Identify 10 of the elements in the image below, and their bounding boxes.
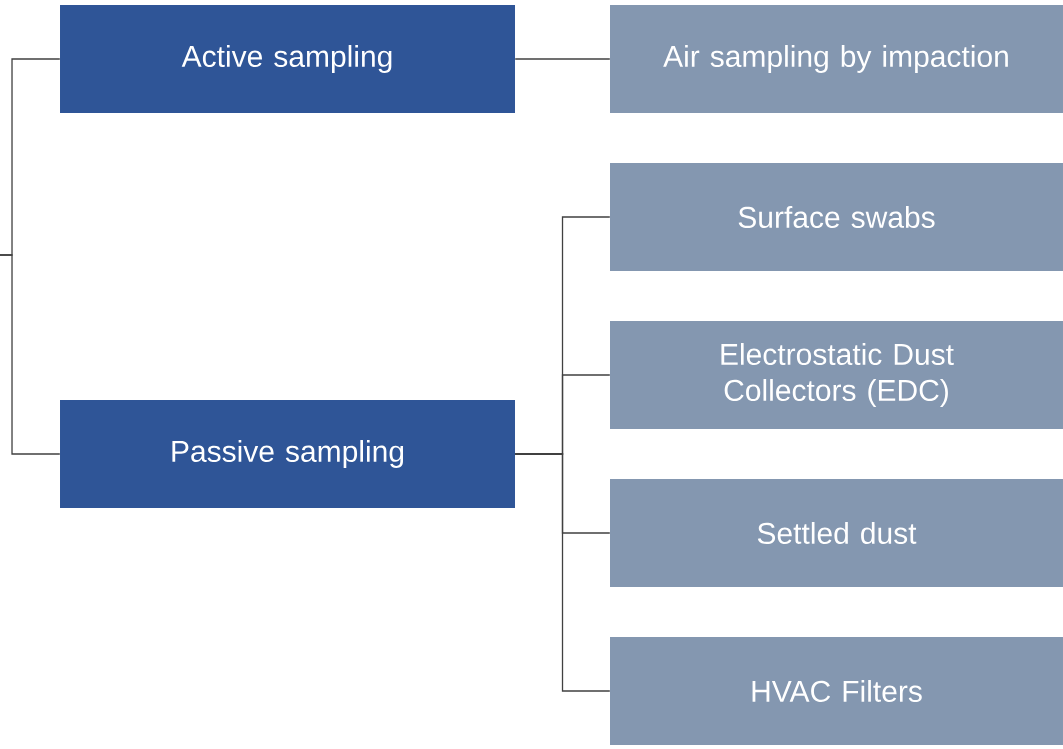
connector-line (0, 254, 61, 455)
connector-line (514, 453, 611, 692)
method-box: Settled dust (610, 479, 1063, 587)
category-box: Active sampling (60, 5, 515, 113)
connector-line (514, 58, 611, 60)
method-box: HVAC Filters (610, 637, 1063, 745)
method-box: Air sampling by impaction (610, 5, 1063, 113)
category-box: Passive sampling (60, 400, 515, 508)
method-box: Surface swabs (610, 163, 1063, 271)
method-box: Electrostatic Dust Collectors (EDC) (610, 321, 1063, 429)
